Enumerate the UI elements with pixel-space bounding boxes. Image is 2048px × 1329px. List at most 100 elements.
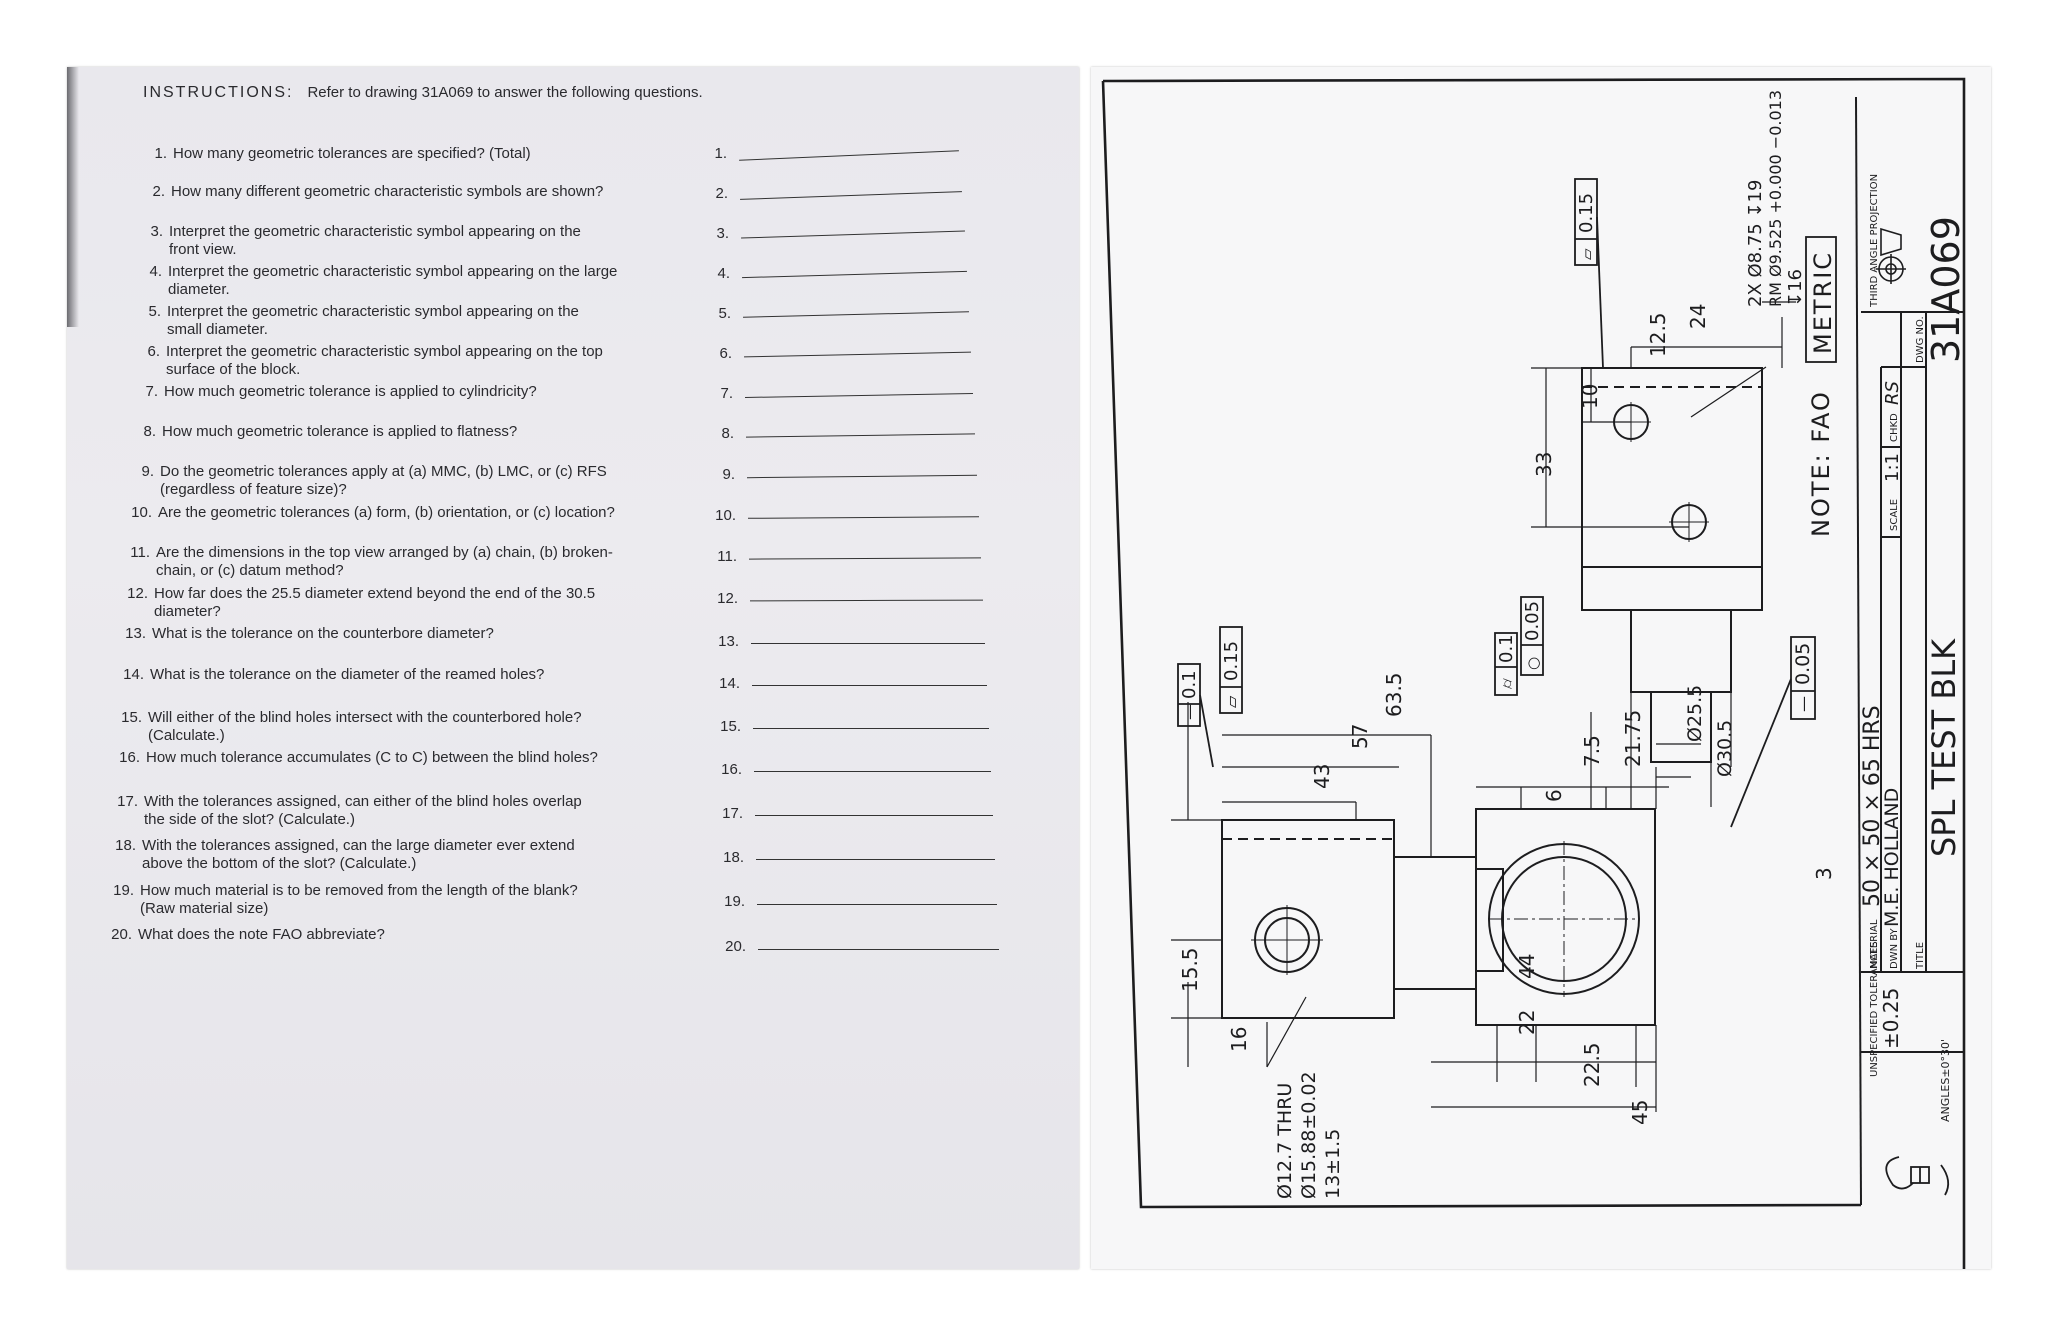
- question-item: 5.Interpret the geometric characteristic…: [148, 303, 579, 338]
- cylindricity-symbol-icon: ⌭: [1498, 678, 1516, 689]
- checked-label: CHKD: [1889, 413, 1900, 442]
- drawing-sheet: 15.5 16 43 57 63.5 Ø12.7 THRU Ø15.88±0.0…: [1091, 67, 1991, 1269]
- answer-blank[interactable]: [751, 643, 985, 644]
- dim-12-5: 12.5: [1646, 312, 1670, 357]
- dim-21-75: 21.75: [1621, 710, 1645, 767]
- answer-blank[interactable]: [748, 557, 982, 560]
- answer-blank[interactable]: [744, 351, 971, 358]
- drawing-svg: 15.5 16 43 57 63.5 Ø12.7 THRU Ø15.88±0.0…: [1101, 77, 1968, 1269]
- reamed-callout-line1: 2X Ø8.75 ↧19: [1745, 180, 1766, 307]
- dim-dia-25-5: Ø25.5: [1684, 685, 1706, 742]
- question-item: 1.How many geometric tolerances are spec…: [154, 145, 531, 162]
- metric-box: [1805, 236, 1837, 363]
- checked-value: RS: [1882, 381, 1903, 405]
- answer-blank[interactable]: [756, 859, 995, 860]
- straightness-bottom-symbol-icon: —: [1794, 696, 1813, 712]
- question-item: 8.How much geometric tolerance is applie…: [143, 423, 518, 440]
- answer-blank[interactable]: [754, 771, 991, 772]
- third-angle-projection-icon: [1876, 227, 1906, 284]
- drawn-by-label: DWN BY: [1889, 927, 1900, 969]
- answer-number: 7.: [720, 385, 733, 402]
- drawing-border: [1101, 77, 1966, 1269]
- question-item: 6.Interpret the geometric characteristic…: [147, 343, 603, 378]
- dim-57: 57: [1348, 724, 1372, 749]
- answer-number: 5.: [718, 305, 731, 322]
- dim-33: 33: [1532, 452, 1556, 477]
- dim-dia-30-5: Ø30.5: [1714, 720, 1736, 777]
- scale-label: SCALE: [1889, 499, 1900, 531]
- metric-label: METRIC: [1809, 251, 1837, 354]
- angles-tolerance: ANGLES±0°30': [1939, 1039, 1952, 1122]
- fcf-circularity-value: 0.05: [1522, 601, 1543, 641]
- note-fao: NOTE: FAO: [1807, 390, 1835, 537]
- straightness-symbol-icon: —: [1180, 704, 1199, 720]
- dim-22: 22: [1515, 1010, 1539, 1035]
- answer-blank[interactable]: [758, 949, 999, 950]
- question-item: 9.Do the geometric tolerances apply at (…: [141, 463, 607, 498]
- drawn-by-value: M.E. HOLLAND: [1881, 788, 1903, 927]
- reamed-callout-line3: ↧16: [1785, 269, 1806, 307]
- question-item: 3.Interpret the geometric characteristic…: [150, 223, 581, 258]
- fcf-cylindricity-box: [1494, 632, 1518, 696]
- answer-blank[interactable]: [740, 191, 962, 200]
- answer-blank[interactable]: [747, 516, 980, 519]
- dim-24: 24: [1686, 304, 1710, 329]
- circularity-symbol-icon: ○: [1524, 657, 1542, 670]
- instructions-label: INSTRUCTIONS:: [143, 84, 294, 101]
- drawing-title: SPL TEST BLK: [1925, 638, 1963, 857]
- answer-number: 6.: [719, 345, 732, 362]
- title-block-left-edge: [1855, 96, 1862, 1206]
- answer-number: 2.: [715, 185, 728, 202]
- unspecified-tolerances-label: UNSPECIFIED TOLERANCES: [1869, 941, 1880, 1077]
- material-value: 50 × 50 × 65 HRS: [1860, 705, 1885, 907]
- answer-number: 1.: [714, 145, 727, 162]
- answer-number: 12.: [717, 590, 738, 607]
- question-item: 14.What is the tolerance on the diameter…: [123, 666, 545, 683]
- answer-number: 9.: [722, 466, 735, 483]
- answer-blank[interactable]: [757, 904, 997, 905]
- answer-number: 16.: [721, 761, 742, 778]
- question-item: 18.With the tolerances assigned, can the…: [115, 837, 575, 872]
- fcf-flatness-box: [1219, 626, 1243, 714]
- answer-number: 11.: [717, 548, 737, 565]
- dim-10: 10: [1578, 384, 1602, 409]
- question-item: 15.Will either of the blind holes inters…: [121, 709, 582, 744]
- front-view-outline: [1221, 819, 1395, 1019]
- dim-43: 43: [1310, 764, 1334, 789]
- answer-blank[interactable]: [741, 230, 965, 239]
- question-sheet: INSTRUCTIONS: Refer to drawing 31A069 to …: [67, 67, 1079, 1269]
- answer-blank[interactable]: [739, 150, 959, 161]
- dim-45: 45: [1628, 1100, 1652, 1125]
- answer-blank[interactable]: [745, 393, 973, 398]
- answer-number: 14.: [719, 675, 740, 692]
- front-view-step1: [1393, 856, 1477, 990]
- dim-16: 16: [1227, 1027, 1251, 1052]
- hole-callout-line2: Ø15.88±0.02: [1298, 1071, 1320, 1199]
- instructions: INSTRUCTIONS: Refer to drawing 31A069 to …: [143, 83, 713, 102]
- side-view-outline: [1581, 367, 1763, 611]
- instructions-text: Refer to drawing 31A069 to answer the fo…: [307, 84, 703, 101]
- answer-blank[interactable]: [742, 270, 967, 279]
- answer-blank[interactable]: [752, 685, 987, 686]
- answer-blank[interactable]: [753, 728, 989, 729]
- answer-number: 10.: [715, 507, 736, 524]
- dim-22-5: 22.5: [1580, 1042, 1604, 1087]
- answer-blank[interactable]: [747, 474, 977, 479]
- fcf-circularity-box: [1520, 596, 1544, 676]
- tolerance-value: ±0.25: [1879, 988, 1903, 1049]
- dim-7-5: 7.5: [1580, 735, 1604, 767]
- answer-blank[interactable]: [749, 599, 984, 602]
- answer-blank[interactable]: [755, 815, 993, 816]
- question-item: 2.How many different geometric character…: [152, 183, 604, 200]
- answer-blank[interactable]: [746, 433, 975, 438]
- fcf-straight-bottom-box: [1790, 636, 1816, 720]
- dim-44: 44: [1515, 954, 1539, 979]
- dim-15-5: 15.5: [1178, 947, 1202, 992]
- drawing-number: 31A069: [1924, 216, 1968, 363]
- question-item: 7.How much geometric tolerance is applie…: [145, 383, 537, 400]
- fcf-straight-bottom-value: 0.05: [1792, 643, 1814, 685]
- answer-blank[interactable]: [743, 311, 969, 318]
- reamed-callout-line2: RM Ø9.525 +0.000 −0.013: [1766, 90, 1785, 307]
- side-view-shaft: [1650, 691, 1712, 763]
- question-item: 13.What is the tolerance on the counterb…: [125, 625, 494, 642]
